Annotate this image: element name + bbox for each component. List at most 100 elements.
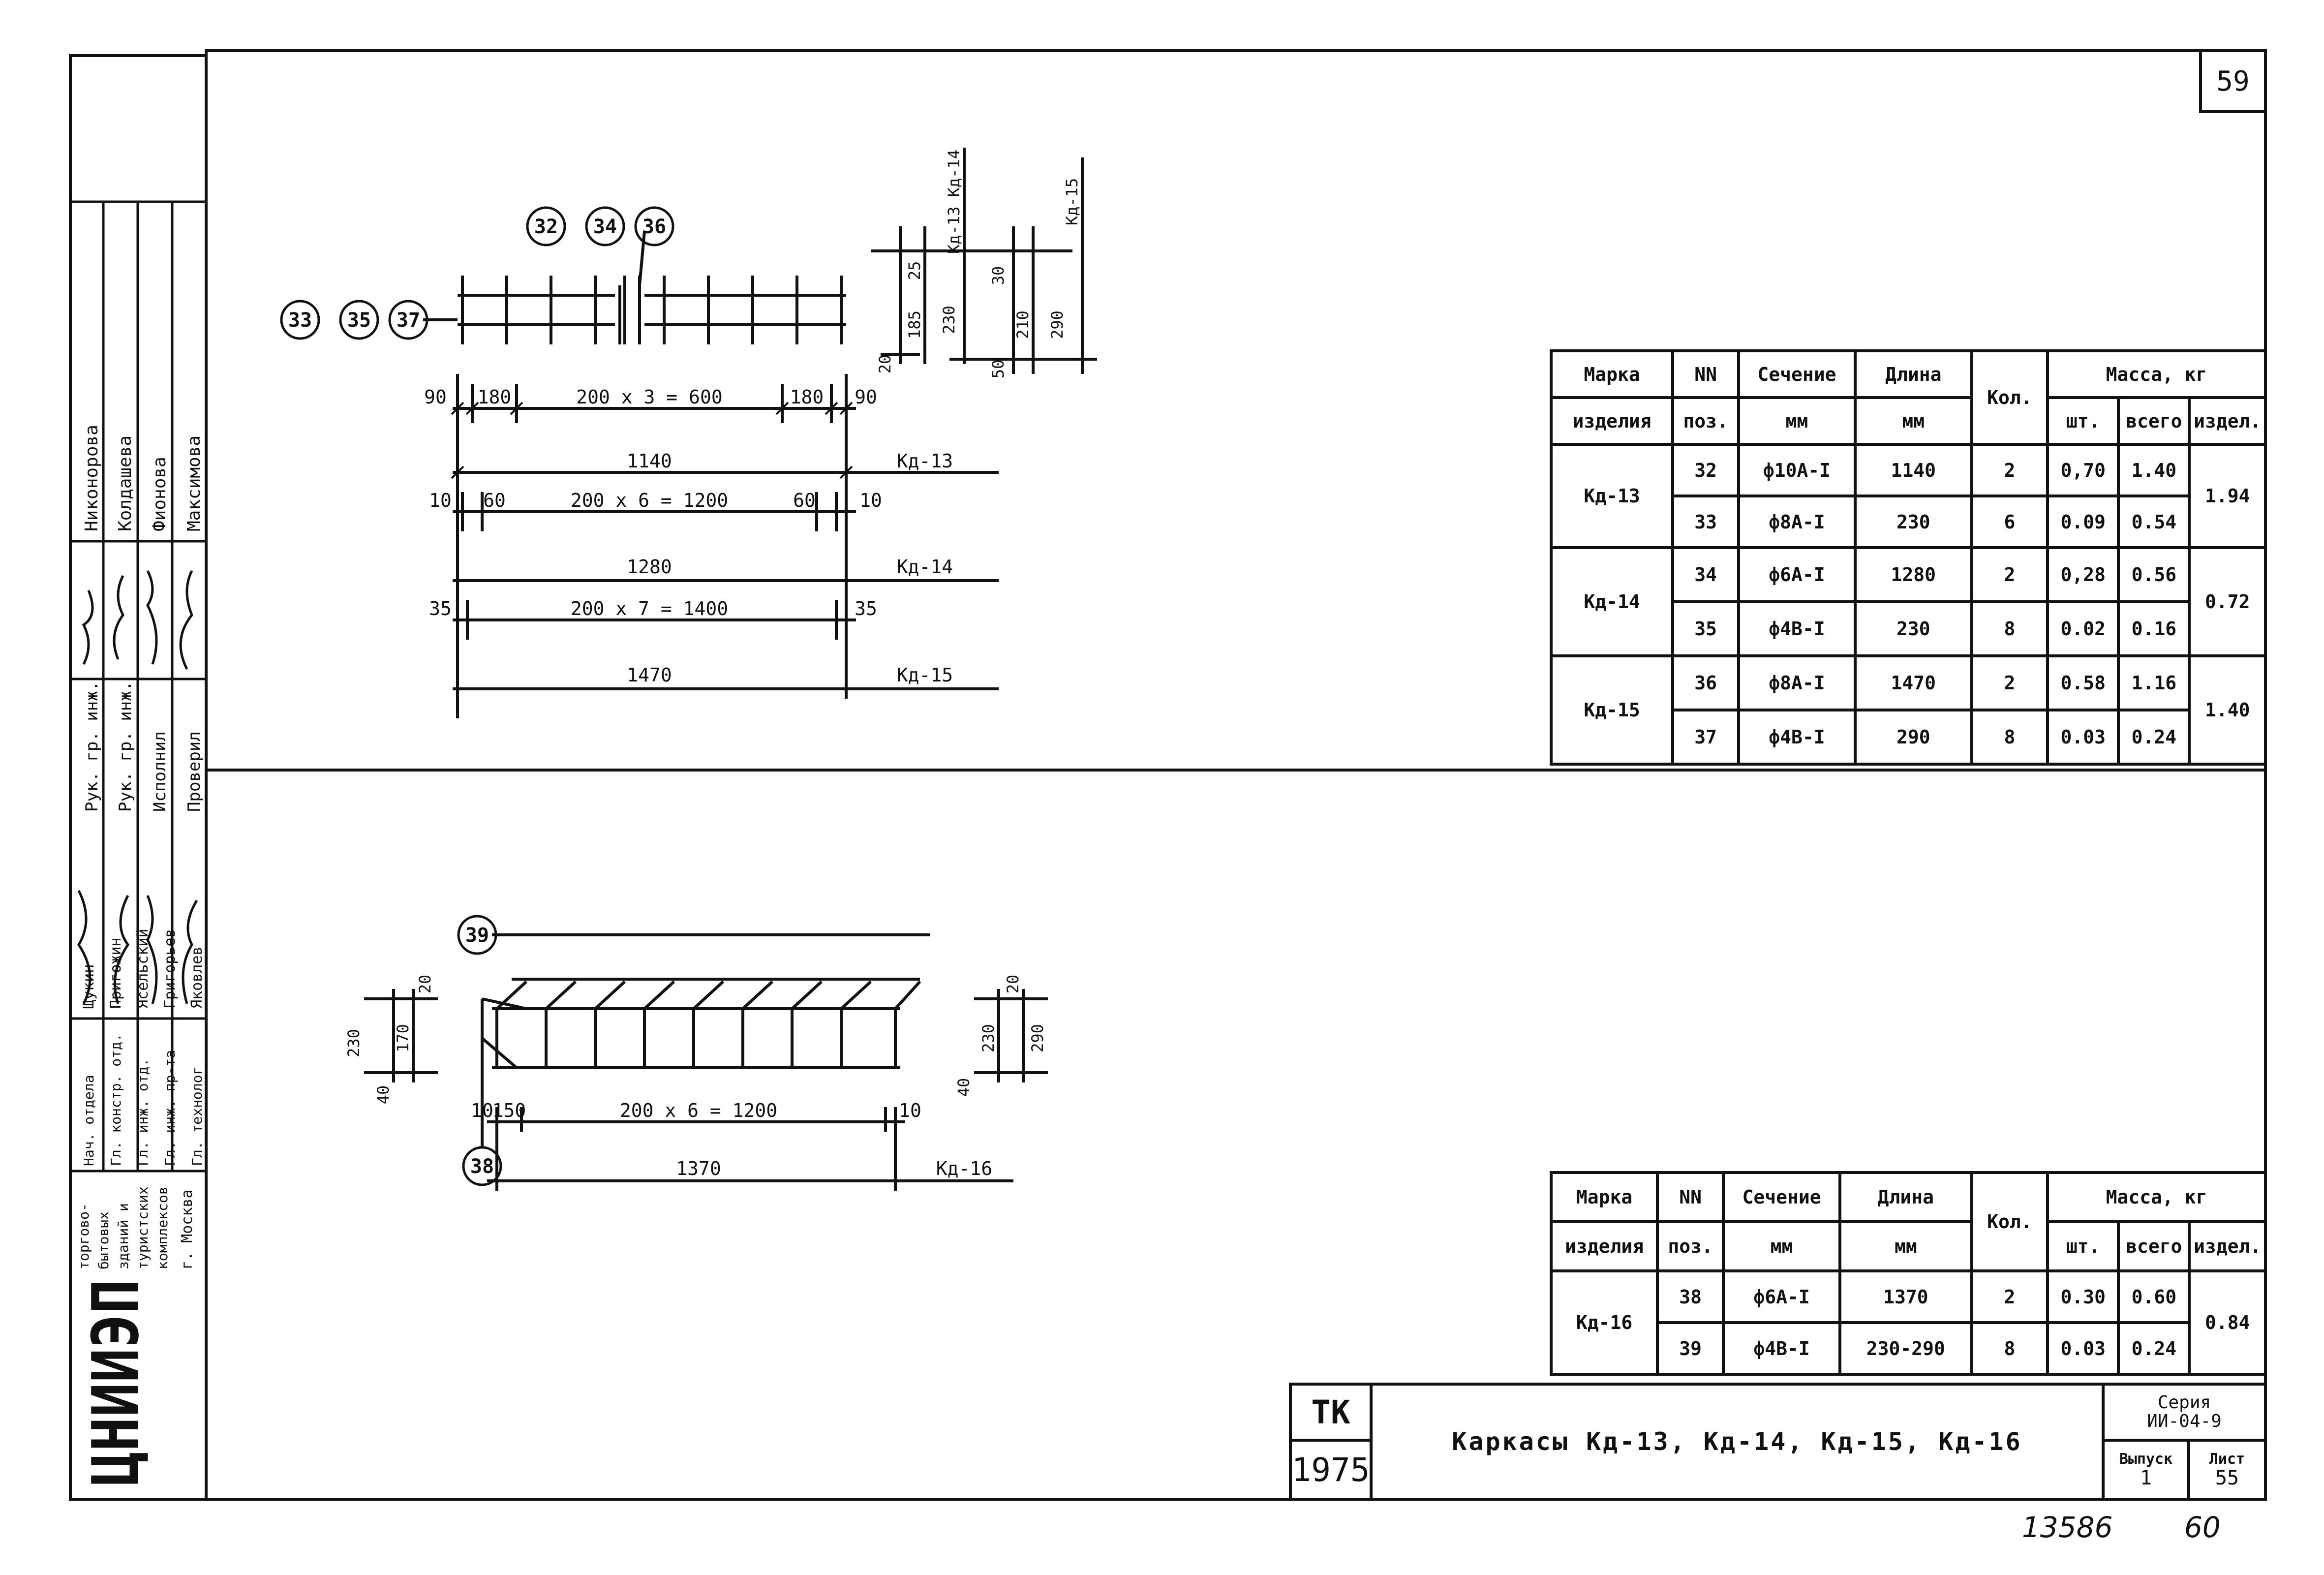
stamp-name-a2: Пригожин [107, 938, 124, 1009]
th-mass-item: издел. [2188, 396, 2267, 446]
dim-total-16: 1370 [676, 1158, 721, 1179]
cell-pc: 0,70 [2046, 443, 2120, 497]
cell-len: 1140 [1853, 443, 1973, 497]
stamp-role-b4: Проверил [184, 731, 204, 812]
cell-pc: 0,28 [2046, 546, 2120, 603]
stamp-name-a5: Яковлев [188, 947, 206, 1009]
t2-th-sec-1: Сечение [1722, 1171, 1841, 1223]
cell-all: 1.16 [2117, 654, 2191, 711]
side-b-210: 210 [1013, 310, 1032, 339]
cell-qty: 2 [1970, 443, 2049, 497]
dim-total-13: 1140 [627, 450, 672, 472]
title-code-bottom-text: 1975 [1291, 1451, 1370, 1489]
cell-qty: 2 [1970, 1269, 2049, 1324]
cell-qty: 8 [1970, 600, 2049, 657]
cell-sec: ф8А-I [1737, 494, 1857, 549]
side-a-20: 20 [876, 355, 894, 374]
bottom-dim-10b: 10 [899, 1100, 921, 1121]
stamp-role-a3: Гл. инж. отд. [135, 1058, 151, 1166]
cell-qty: 6 [1970, 494, 2049, 549]
title-issue-label: Выпуск [2119, 1450, 2173, 1468]
cell-sec: ф4В-I [1722, 1321, 1841, 1376]
dim-2-a: 10 [429, 490, 452, 511]
stamp-name-a1: Щукин [80, 964, 97, 1009]
title-series-label: Серия [2157, 1392, 2211, 1413]
table-row: 35 ф4В-I 230 8 0.02 0.16 [1551, 600, 2265, 657]
dim-3-b: 200 x 7 = 1400 [571, 598, 728, 619]
bottom-dim-150: 150 [492, 1100, 526, 1121]
dim-1-b: 180 [478, 386, 512, 408]
right-dim-230: 230 [979, 1024, 998, 1052]
cell-pos: 34 [1671, 546, 1740, 603]
stamp-name-b2: Колдашева [115, 435, 135, 531]
cell-qty: 2 [1970, 546, 2049, 603]
pos-circle-39: 39 [465, 924, 489, 947]
dim-1-d: 180 [790, 386, 824, 408]
right-dim-40: 40 [954, 1078, 973, 1097]
cell-sec: ф6А-I [1737, 546, 1857, 603]
drawing-frame-16: 39 38 230 40 170 20 40 230 20 290 10 150… [344, 915, 1048, 1191]
t2-th-len-1: Длина [1838, 1171, 1973, 1223]
t2-th-pos-2: поз. [1656, 1220, 1725, 1272]
cell-all: 1.40 [2117, 443, 2191, 497]
title-code-top-text: ТК [1311, 1393, 1350, 1431]
dim-3-c: 35 [855, 598, 877, 619]
cell-pos: 37 [1671, 709, 1740, 766]
dim-2-b: 60 [483, 490, 506, 511]
mark-label-14: Кд-14 [897, 556, 953, 578]
table-row: Кд-15 36 ф8А-I 1470 2 0.58 1.16 1.40 [1549, 654, 2267, 766]
th-pos-1: NN [1671, 349, 1740, 399]
cell-pc: 0.30 [2046, 1269, 2120, 1324]
title-code-top: ТК [1289, 1383, 1373, 1442]
t2-th-len-2: мм [1838, 1220, 1973, 1272]
th-mass-all: всего [2117, 396, 2191, 446]
side-b-mark: Кд-15 [1063, 178, 1081, 225]
right-total-290: 290 [1028, 1024, 1047, 1052]
cell-all: 0.16 [2117, 600, 2191, 657]
cell-sec: ф10А-I [1737, 443, 1857, 497]
cell-pc: 0.09 [2046, 494, 2120, 549]
stamp-role-b1: Рук. гр. инж. [82, 681, 102, 812]
table-row: Кд-14 34 ф6А-I 1280 2 0,28 0.56 0.72 [1549, 546, 2267, 657]
dim-1-c: 200 x 3 = 600 [576, 386, 722, 408]
stamp-number: 13586 [2022, 1511, 2113, 1544]
cell-len: 230 [1853, 494, 1973, 549]
t2-th-mass-item: издел. [2188, 1220, 2267, 1272]
cell-mark: Кд-16 [1549, 1269, 1659, 1376]
right-dim-20: 20 [1004, 975, 1022, 994]
stamp-org-logo: ЦНИИЭП [78, 1279, 153, 1486]
table-row: 37 ф4В-I 290 8 0.03 0.24 [1551, 709, 2265, 766]
cell-qty: 8 [1970, 1321, 2049, 1376]
cell-pos: 39 [1656, 1321, 1725, 1376]
cell-len: 1470 [1853, 654, 1973, 711]
cell-pos: 32 [1671, 443, 1740, 497]
stamp-org-desc-4: туристских [135, 1186, 151, 1269]
cell-pc: 0.03 [2046, 709, 2120, 766]
side-a-mark: Кд-13 Кд-14 [945, 150, 963, 254]
stamp-role-b3: Исполнил [150, 731, 170, 812]
stamp-name-a3: Ясельский [134, 928, 152, 1009]
cell-sec: ф6А-I [1722, 1269, 1841, 1324]
pos-circle-36: 36 [642, 216, 666, 238]
cell-qty: 2 [1970, 654, 2049, 711]
left-dim-170: 170 [394, 1024, 412, 1052]
stamp-org-desc-1: торгово- [76, 1203, 92, 1269]
spec-table-1: Марка NN Сечение Длина Кол. Масса, кг из… [1549, 349, 2267, 766]
bottom-dim-10a: 10 [471, 1100, 493, 1121]
cell-mark: Кд-13 [1549, 443, 1675, 549]
side-b-30: 30 [989, 266, 1008, 285]
stamp-role-a5: Гл. технолог [189, 1067, 205, 1166]
table-row: 33 ф8А-I 230 6 0.09 0.54 [1551, 494, 2265, 549]
cell-mark: Кд-15 [1549, 654, 1675, 766]
title-main: Каркасы Кд-13, Кд-14, Кд-15, Кд-16 [1370, 1383, 2105, 1501]
cell-sec: ф4В-I [1737, 709, 1857, 766]
cell-all: 0.54 [2117, 494, 2191, 549]
dim-2-e: 10 [859, 490, 882, 511]
side-a-total: 230 [940, 306, 958, 334]
cell-all: 0.24 [2117, 1321, 2191, 1376]
dim-2-c: 200 x 6 = 1200 [571, 490, 728, 511]
spec-table-2: Марка NN Сечение Длина Кол. Масса, кг из… [1549, 1171, 2267, 1376]
title-code-bottom: 1975 [1289, 1439, 1373, 1501]
stamp-role-a1: Нач. отдела [81, 1075, 97, 1166]
t2-th-mass: Масса, кг [2046, 1171, 2267, 1223]
